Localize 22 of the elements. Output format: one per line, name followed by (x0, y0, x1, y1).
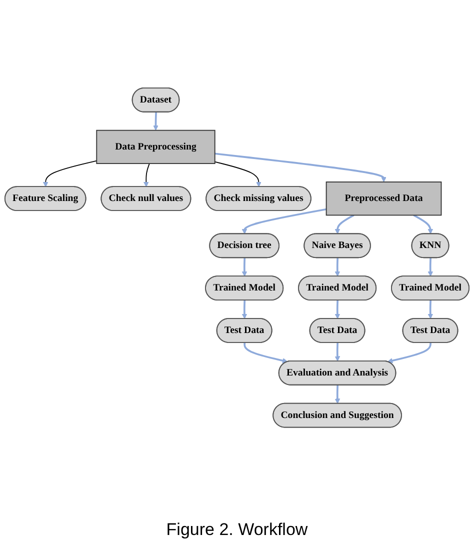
figure-caption: Figure 2. Workflow (165, 519, 309, 541)
arrow (334, 342, 340, 362)
arrow (334, 385, 340, 404)
arrow (428, 258, 434, 276)
arrow (214, 161, 262, 188)
arrow (214, 152, 386, 182)
arrow (242, 300, 248, 319)
node-box (326, 181, 442, 216)
arrow (143, 162, 150, 188)
arrow (242, 258, 248, 276)
arrow (242, 208, 326, 234)
arrow (428, 300, 434, 319)
arrow (413, 214, 434, 234)
workflow-diagram: Dataset Data Preprocessing Feature Scaling Check null values Check missing values Preprocessed Data Decision tree Naive Bayes KNN Trained Model Trained Model Trained Model Test Data Test Data Test Data Evaluation and Analysis Conclusion and Suggestion (0, 82, 474, 432)
arrow (334, 214, 354, 234)
arrow (334, 300, 340, 319)
arrow (42, 160, 98, 188)
arrow (387, 342, 432, 364)
arrow (334, 258, 340, 276)
node-box (96, 130, 216, 164)
arrow (153, 112, 158, 130)
arrow (244, 342, 288, 364)
